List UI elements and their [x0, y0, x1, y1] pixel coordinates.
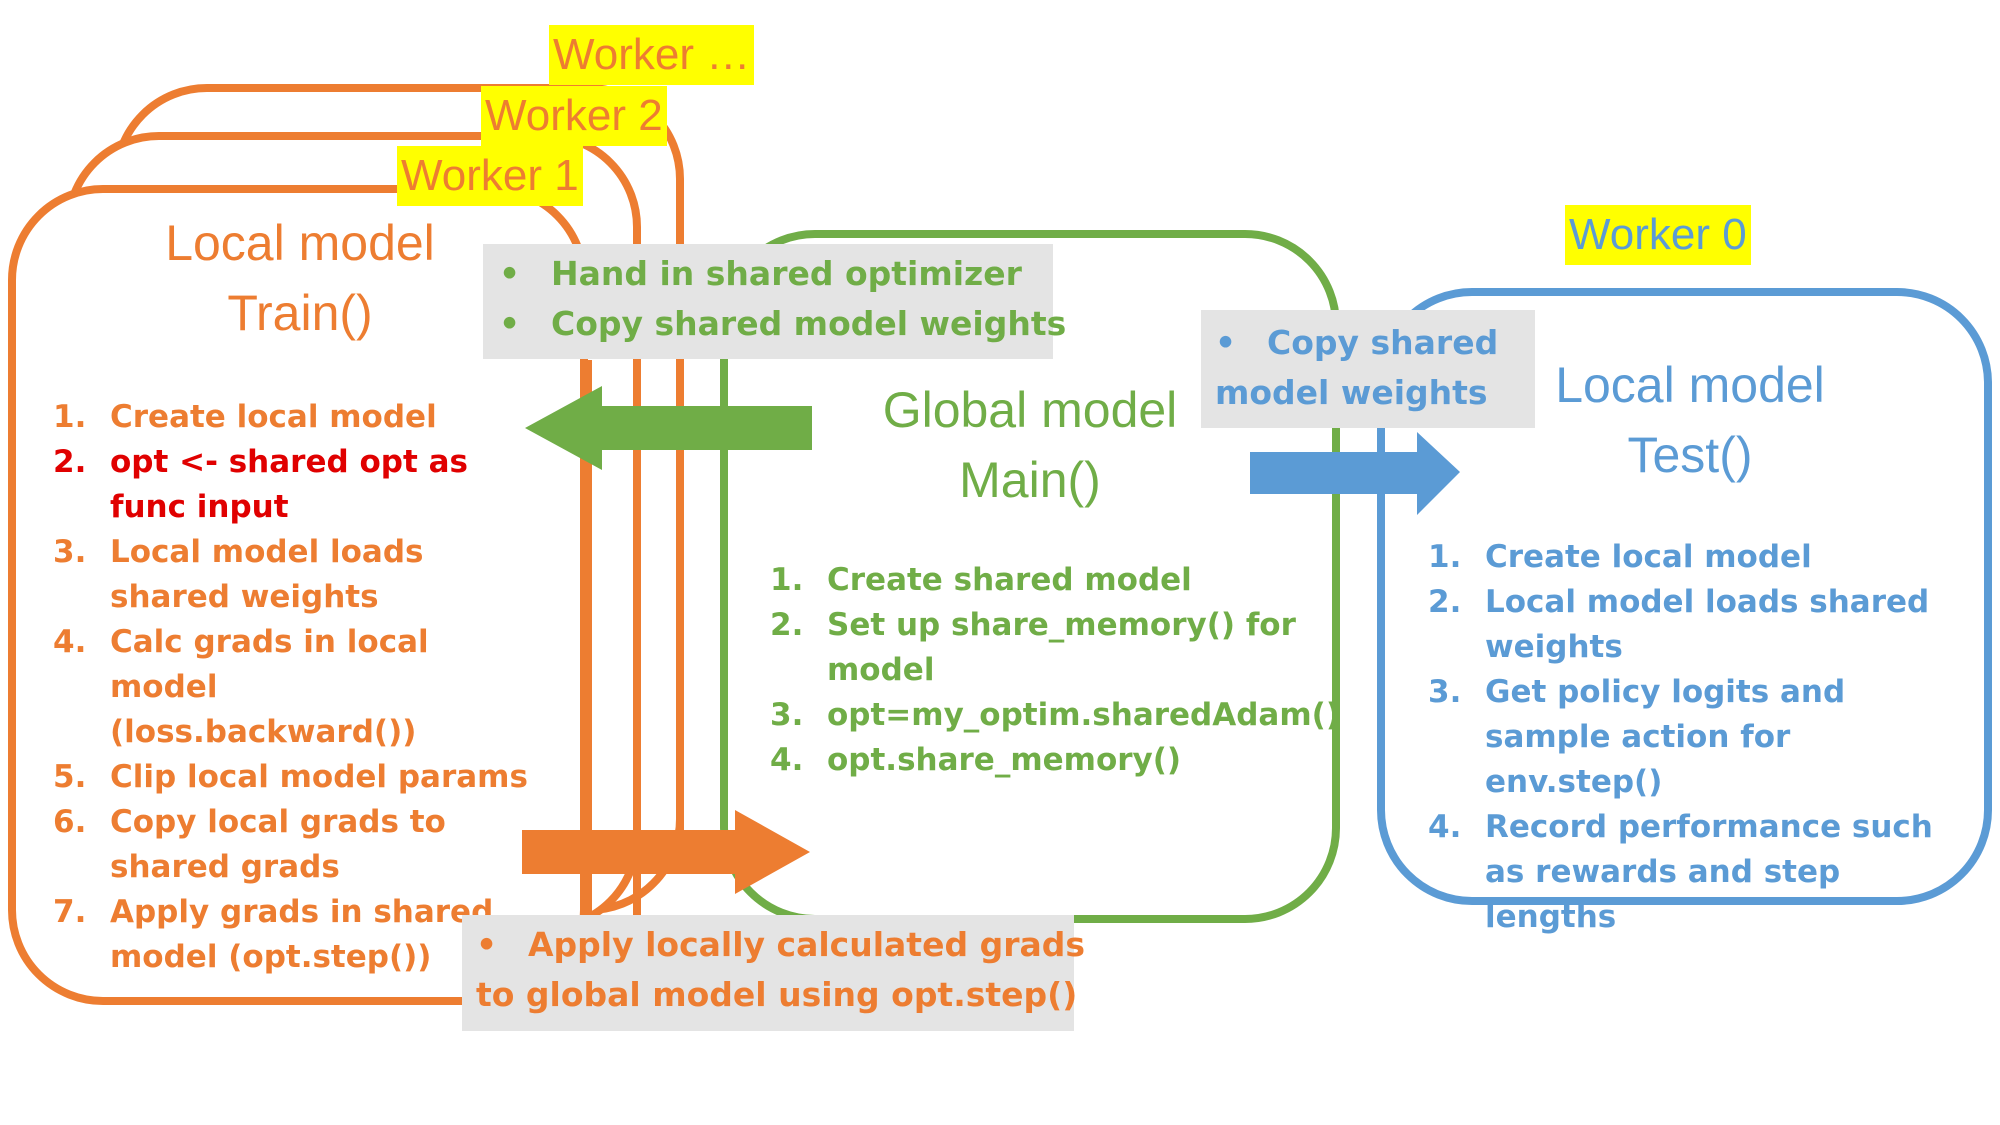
note-line: to global model using opt.step()	[476, 970, 1078, 1020]
list-item: 6. Copy local grads to shared grads	[53, 800, 533, 890]
note-text: to global model using opt.step()	[476, 975, 1078, 1014]
local-test-steps: 1. Create local model 2. Local model loads…	[1428, 535, 1958, 940]
note-text: Copy shared	[1267, 323, 1499, 362]
note-text: Apply locally calculated grads	[528, 925, 1086, 964]
note-line: • Apply locally calculated grads	[476, 920, 1085, 970]
step-text: Get policy logits and sample action for …	[1485, 674, 1846, 800]
step-text: Copy local grads to shared grads	[110, 804, 446, 885]
worker-1-tag: Worker 1	[397, 146, 583, 206]
arrow-train-to-global	[522, 810, 810, 894]
step-text: Record performance such as rewards and s…	[1485, 809, 1933, 935]
step-text: Set up share_memory() for model	[827, 607, 1296, 688]
worker-dots-tag: Worker …	[549, 25, 755, 85]
list-item: 4. Record performance such as rewards and…	[1428, 805, 1958, 940]
list-item: 7. Apply grads in shared model (opt.step(…	[53, 890, 533, 980]
step-text: Create local model	[110, 399, 437, 435]
list-item: 4. opt.share_memory()	[770, 738, 1300, 783]
list-item: 4. Calc grads in local model (loss.backwa…	[53, 620, 533, 755]
step-text: Local model loads shared weights	[1485, 584, 1930, 665]
step-number: 3.	[770, 697, 804, 733]
step-number: 4.	[53, 624, 87, 660]
note-text: Hand in shared optimizer	[551, 254, 1022, 293]
global-model-title-line2: Main()	[959, 452, 1101, 508]
list-item: 1. Create local model	[1428, 535, 1958, 580]
step-text: opt <- shared opt as func input	[110, 444, 468, 525]
step-text: Local model loads shared weights	[110, 534, 424, 615]
list-item: 1. Create local model	[53, 395, 533, 440]
local-train-title-line2: Train()	[227, 285, 373, 341]
step-number: 2.	[770, 607, 804, 643]
step-number: 2.	[53, 444, 87, 480]
step-number: 3.	[1428, 674, 1462, 710]
list-item: 2. Set up share_memory() for model	[770, 603, 1300, 693]
worker-2-tag: Worker 2	[481, 86, 667, 146]
local-test-title-line2: Test()	[1627, 427, 1753, 483]
step-number: 1.	[1428, 539, 1462, 575]
list-item: 1. Create shared model	[770, 558, 1300, 603]
step-number: 1.	[770, 562, 804, 598]
global-model-title: Global model Main()	[840, 375, 1220, 515]
note-line: • Copy shared	[1215, 318, 1535, 368]
bullet: •	[499, 304, 521, 343]
step-text: Calc grads in local model (loss.backward…	[110, 624, 429, 750]
local-test-title: Local model Test()	[1520, 350, 1860, 490]
list-item: 2. Local model loads shared weights	[1428, 580, 1958, 670]
global-model-title-line1: Global model	[882, 382, 1178, 438]
local-train-title-line1: Local model	[165, 215, 435, 271]
worker-0-tag: Worker 0	[1565, 205, 1751, 265]
step-number: 2.	[1428, 584, 1462, 620]
step-number: 5.	[53, 759, 87, 795]
note-line: model weights	[1215, 368, 1535, 418]
list-item: 3. Get policy logits and sample action fo…	[1428, 670, 1958, 805]
bullet: •	[499, 254, 521, 293]
list-item: 3. opt=my_optim.sharedAdam()	[770, 693, 1340, 738]
step-number: 4.	[770, 742, 804, 778]
arrow-global-to-test	[1250, 432, 1460, 515]
step-text: Clip local model params	[110, 759, 528, 795]
bullet: •	[1215, 323, 1237, 362]
note-to-train: • Hand in shared optimizer • Copy shared m…	[483, 244, 1066, 359]
bullet: •	[476, 925, 498, 964]
step-number: 3.	[53, 534, 87, 570]
local-train-steps: 1. Create local model 2. opt <- shared opt…	[53, 395, 533, 980]
step-text: opt.share_memory()	[827, 742, 1182, 778]
step-text: Create local model	[1485, 539, 1812, 575]
local-train-title: Local model Train()	[80, 208, 520, 348]
list-item: 2. opt <- shared opt as func input	[53, 440, 533, 530]
local-test-title-line1: Local model	[1555, 357, 1825, 413]
global-model-steps: 1. Create shared model 2. Set up share_mem…	[770, 558, 1340, 783]
step-text: Apply grads in shared model (opt.step())	[110, 894, 494, 975]
step-number: 6.	[53, 804, 87, 840]
step-number: 1.	[53, 399, 87, 435]
arrow-global-to-train	[525, 386, 812, 470]
note-text: Copy shared model weights	[551, 304, 1067, 343]
step-number: 7.	[53, 894, 87, 930]
note-line: • Hand in shared optimizer	[499, 249, 1053, 299]
list-item: 5. Clip local model params	[53, 755, 533, 800]
list-item: 3. Local model loads shared weights	[53, 530, 533, 620]
note-text: model weights	[1215, 373, 1488, 412]
note-line: • Copy shared model weights	[499, 299, 1066, 349]
note-to-global: • Apply locally calculated grads to globa…	[462, 915, 1085, 1031]
step-number: 4.	[1428, 809, 1462, 845]
step-text: opt=my_optim.sharedAdam()	[827, 697, 1340, 733]
note-to-test: • Copy shared model weights	[1201, 310, 1535, 428]
step-text: Create shared model	[827, 562, 1192, 598]
